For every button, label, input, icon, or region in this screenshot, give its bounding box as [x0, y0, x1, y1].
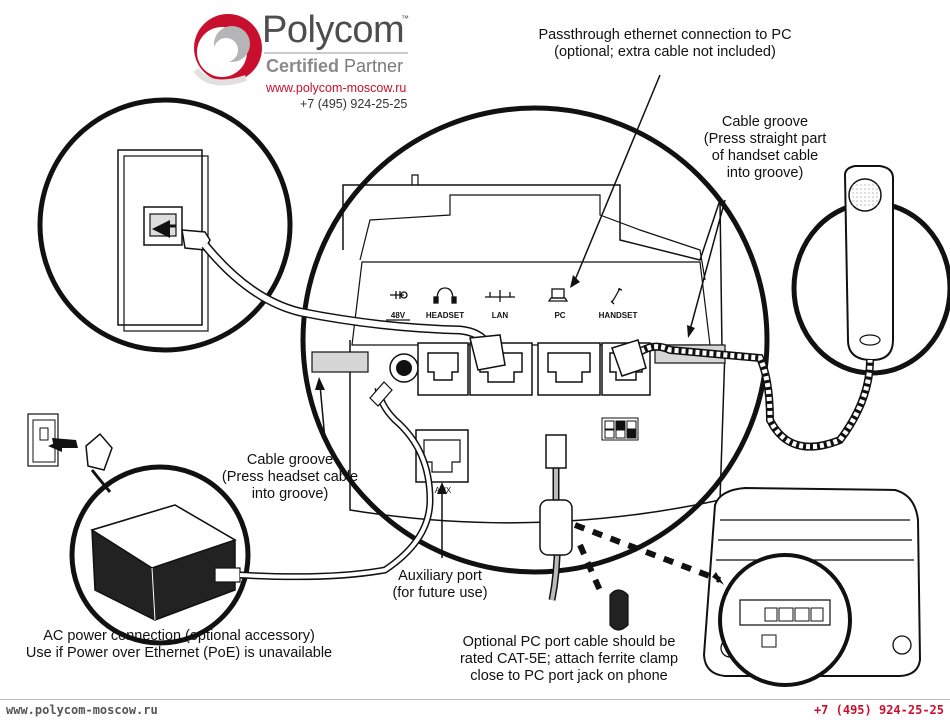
cables	[201, 74, 874, 631]
callout-pc-cable: Optional PC port cable should be rated C…	[459, 634, 679, 684]
callout-passthrough: Passthrough ethernet connection to PC (o…	[538, 27, 792, 60]
port-label-handset: HANDSET	[598, 311, 638, 320]
callout-headset-groove: Cable groove (Press headset cable into g…	[221, 452, 359, 502]
ac-adapter-closeup	[27, 413, 251, 646]
certified-partner-text: Certified Partner	[266, 56, 404, 76]
port-label-pc: PC	[554, 311, 566, 320]
footer-phone: +7 (495) 924-25-25	[813, 703, 944, 717]
port-label-power: 48V	[390, 311, 406, 320]
port-label-lan: LAN	[491, 311, 509, 320]
polycom-swirl-logo	[193, 14, 262, 86]
handset-closeup	[791, 165, 950, 376]
polycom-wordmark: Polycom	[262, 9, 405, 51]
phone-overview	[702, 486, 922, 687]
trademark-symbol: ™	[401, 14, 409, 23]
port-label-aux: AUX	[434, 486, 452, 495]
callout-ac-power: AC power connection (optional accessory)…	[25, 628, 333, 661]
arrowheads	[48, 220, 724, 585]
footer-url: www.polycom-moscow.ru	[6, 703, 158, 717]
port-label-headset: HEADSET	[425, 311, 465, 320]
partner-url: www.polycom-moscow.ru	[266, 81, 407, 95]
callout-auxiliary-port: Auxiliary port (for future use)	[392, 568, 488, 601]
footer-divider	[0, 699, 950, 700]
partner-phone: +7 (495) 924-25-25	[300, 97, 408, 111]
callout-handset-groove: Cable groove (Press straight part of han…	[703, 114, 827, 181]
